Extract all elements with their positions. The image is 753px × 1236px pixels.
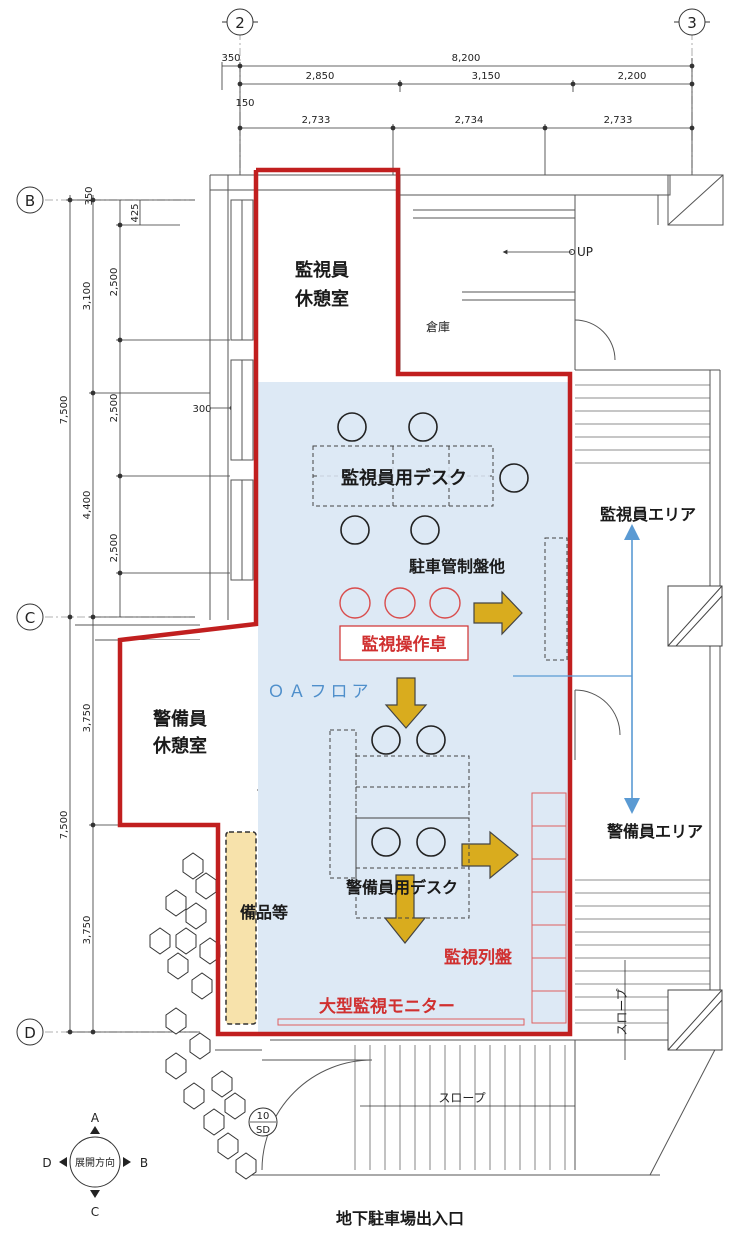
guard-chairs (371, 725, 446, 857)
grid-label-3: 3 (687, 14, 697, 32)
dim-left-425: 425 (130, 203, 141, 222)
flow-arrow-down-upper (384, 677, 428, 729)
chair-circle (340, 515, 370, 545)
grid-label-D: D (24, 1024, 36, 1042)
monitor-rack-label: 監視列盤 (444, 947, 513, 968)
grid-marker-B: B (16, 186, 44, 214)
dim-top-3150: 3,150 (472, 71, 501, 82)
dim-top-2734: 2,734 (455, 115, 484, 126)
dim-top-350: 350 (221, 53, 240, 64)
dim-left-2500c: 2,500 (109, 534, 120, 563)
compass: 展開方向 A C D B (42, 1111, 148, 1219)
oa-floor-label: ＯＡフロア (268, 682, 373, 702)
gravel-pattern (149, 852, 257, 1180)
grid-label-2: 2 (235, 14, 245, 32)
guard-rest-label-1: 警備員 (153, 708, 207, 730)
console-chairs (339, 587, 461, 619)
large-monitor-label: 大型監視モニター (319, 996, 455, 1017)
grid-marker-D: D (16, 1018, 44, 1046)
monitoring-room-boundary (117, 167, 573, 1037)
compass-b: B (140, 1156, 148, 1170)
entrance-label: 地下駐車場出入口 (336, 1209, 464, 1228)
right-door (574, 319, 621, 760)
guard-area-label: 警備員エリア (606, 822, 703, 841)
dim-left-7500a: 7,500 (59, 396, 70, 425)
dim-top-2850: 2,850 (306, 71, 335, 82)
flow-arrow-right-upper (473, 590, 523, 636)
dim-top-2733a: 2,733 (302, 115, 331, 126)
dim-left-2500a: 2,500 (109, 268, 120, 297)
dim-left-7500b: 7,500 (59, 811, 70, 840)
compass-d: D (42, 1156, 51, 1170)
dim-left-350: 350 (84, 186, 95, 205)
left-dimensions (66, 195, 235, 1035)
column-lower (667, 989, 723, 1051)
ramp-stripes-right (575, 384, 710, 1024)
column-upper (667, 585, 723, 647)
left-wall-windows (230, 199, 254, 581)
dim-top-150: 150 (235, 98, 254, 109)
dim-left-3750a: 3,750 (82, 704, 93, 733)
large-monitor-bar (277, 1018, 525, 1026)
parking-panel-label: 駐車管制盤他 (409, 557, 505, 576)
guard-area-fill (122, 640, 257, 825)
dim-left-2500b: 2,500 (109, 394, 120, 423)
chair-circle (408, 412, 438, 442)
guard-rest-label-2: 休憩室 (152, 735, 207, 757)
compass-c: C (91, 1205, 99, 1219)
ramp-stripes-bottom (354, 1045, 566, 1170)
grid-label-B: B (25, 192, 35, 210)
door-code-2: SD (256, 1125, 270, 1136)
flow-arrow-right-lower (461, 830, 519, 880)
equipment-storage (225, 831, 257, 1025)
dim-left-3750b: 3,750 (82, 916, 93, 945)
guard-desk-label: 警備員用デスク (345, 878, 458, 897)
supervisor-rest-label-1: 監視員 (295, 259, 349, 281)
storage-label: 倉庫 (426, 319, 450, 334)
grid-label-C: C (25, 609, 35, 627)
top-dimensions (221, 58, 695, 175)
parking-control-panel (544, 537, 568, 661)
compass-title: 展開方向 (75, 1156, 115, 1169)
door-code-tag: 10 SD (248, 1107, 278, 1137)
up-label: UP (577, 245, 593, 259)
dim-top-2200: 2,200 (618, 71, 647, 82)
dim-left-4400: 4,400 (82, 491, 93, 520)
chair-circle (337, 412, 367, 442)
supervisor-desk-label: 監視員用デスク (341, 467, 467, 489)
monitor-console-box (339, 625, 469, 661)
guard-desk-group (329, 729, 470, 919)
dim-left-300: 300 (192, 404, 211, 415)
grid-marker-3: 3 (674, 8, 710, 36)
dim-top-total: 8,200 (452, 53, 481, 64)
slope-label-vertical: スロープ (615, 988, 629, 1035)
compass-a: A (91, 1111, 100, 1125)
monitor-rack (531, 792, 567, 1024)
grid-marker-C: C (16, 603, 44, 631)
supervisor-area-label: 監視員エリア (600, 505, 696, 524)
dim-left-3100: 3,100 (82, 282, 93, 311)
equipment-label: 備品等 (240, 903, 288, 922)
chair-circle (499, 463, 529, 493)
door-code-1: 10 (257, 1111, 270, 1122)
dim-top-2733b: 2,733 (604, 115, 633, 126)
monitor-console-label: 監視操作卓 (362, 634, 447, 655)
slope-label-horizontal: スロープ (438, 1091, 485, 1105)
grid-marker-2: 2 (222, 8, 258, 36)
supervisor-rest-label-2: 休憩室 (294, 288, 349, 310)
chair-circle (410, 515, 440, 545)
